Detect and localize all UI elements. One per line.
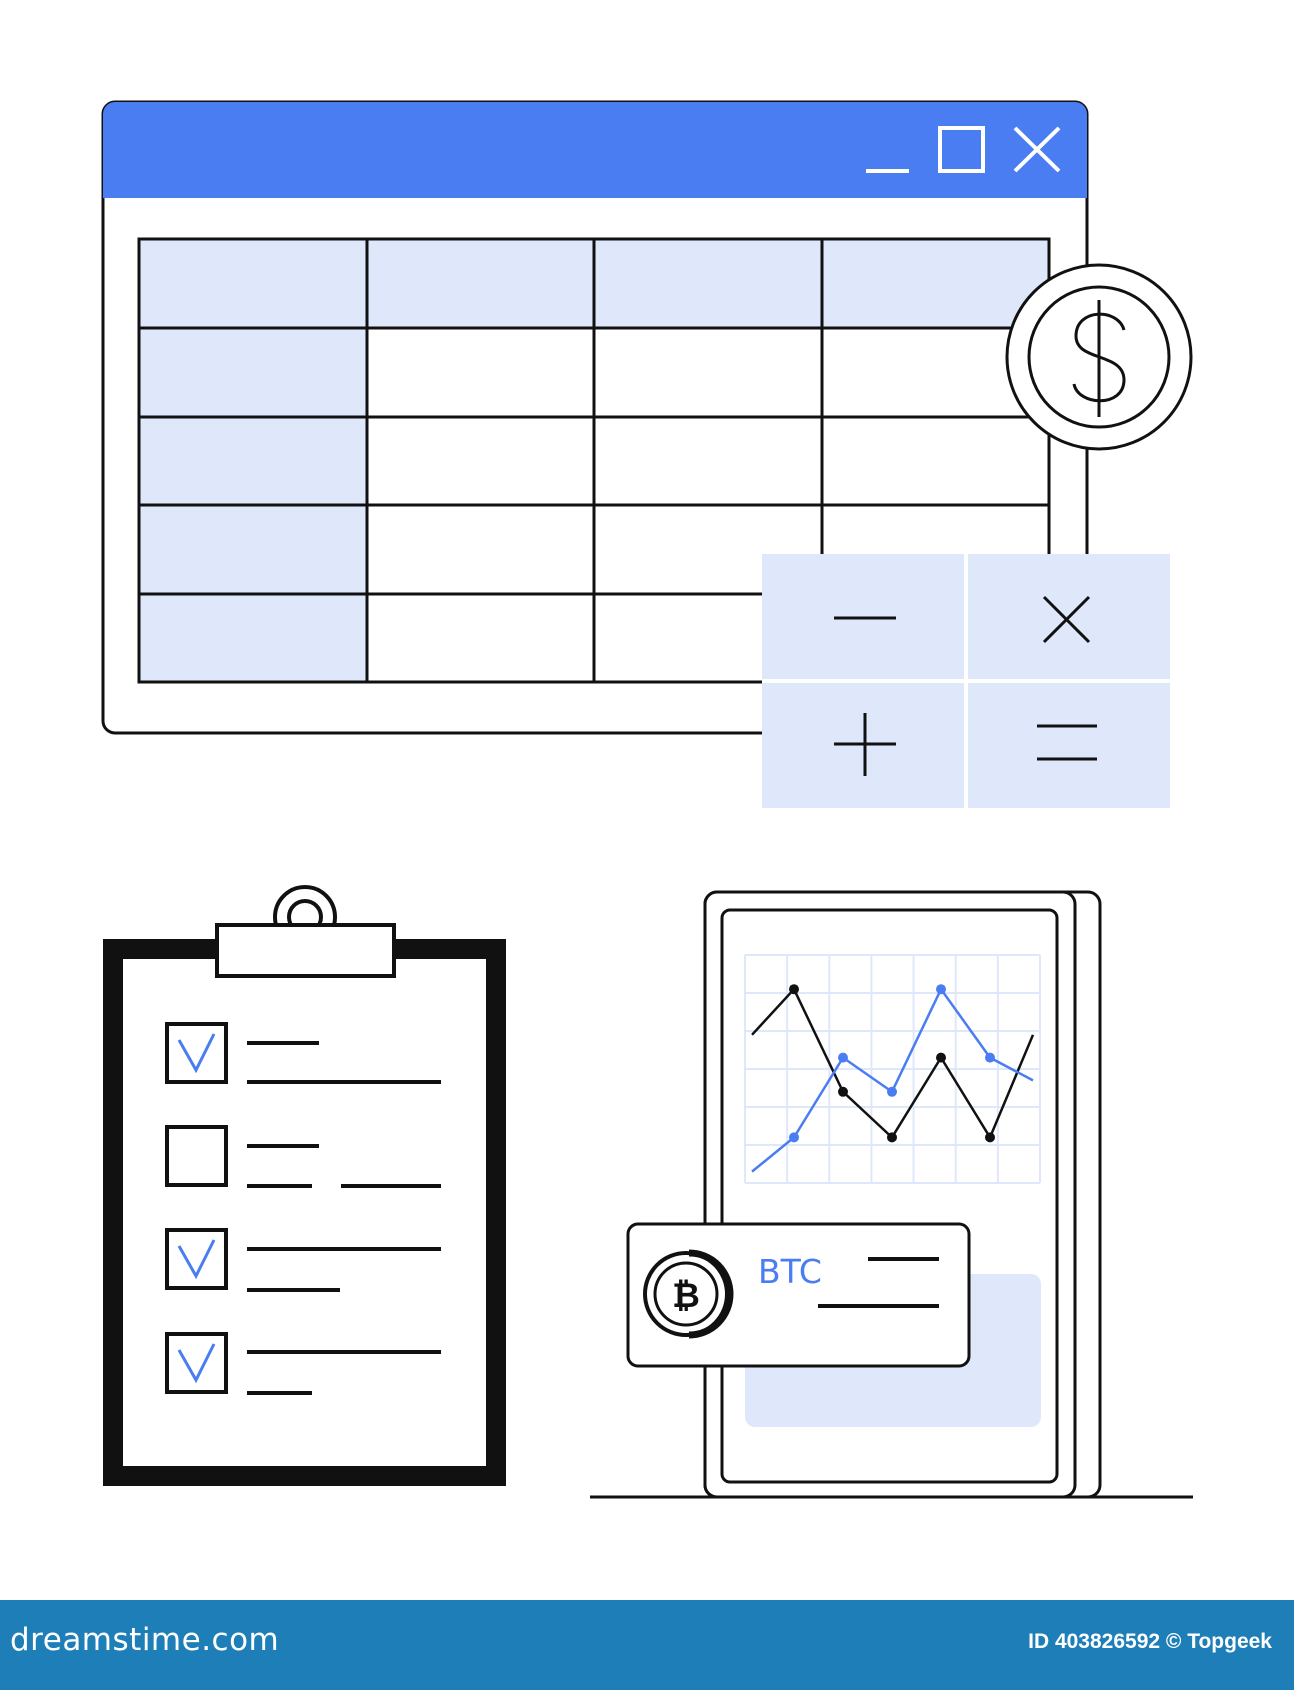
- plus-icon[interactable]: [762, 681, 966, 808]
- data-point: [838, 1086, 848, 1097]
- checked-checkbox[interactable]: [165, 1022, 228, 1084]
- minus-icon[interactable]: [762, 554, 966, 681]
- checklist: [165, 1022, 441, 1395]
- checkmark-icon: [177, 1343, 216, 1384]
- checklist-item[interactable]: [165, 1022, 441, 1084]
- svg-text:₿: ₿: [672, 1276, 700, 1316]
- multiply-icon[interactable]: [966, 554, 1170, 681]
- btc-ticker-label: BTC: [758, 1252, 822, 1291]
- line-chart: [744, 954, 1041, 1184]
- dollar-coin-icon: [1005, 263, 1193, 451]
- chart-series: [751, 984, 1035, 1173]
- checked-checkbox[interactable]: [165, 1228, 228, 1290]
- btc-card[interactable]: ₿ BTC: [626, 1222, 971, 1368]
- footer-credit: ID 403826592 © Topgeek: [1028, 1630, 1272, 1653]
- checked-checkbox[interactable]: [165, 1332, 228, 1394]
- data-point: [985, 1132, 995, 1143]
- checkmark-icon: [177, 1033, 216, 1074]
- window-titlebar: [103, 102, 1087, 198]
- data-point: [936, 1052, 946, 1063]
- phone: [703, 890, 1102, 1499]
- data-point: [838, 1052, 848, 1063]
- unchecked-checkbox[interactable]: [165, 1125, 228, 1187]
- data-point: [887, 1086, 897, 1097]
- close-icon[interactable]: [1013, 126, 1061, 173]
- data-point: [789, 984, 799, 995]
- checklist-item[interactable]: [165, 1228, 441, 1292]
- checklist-item[interactable]: [165, 1332, 441, 1395]
- data-point: [789, 1132, 799, 1143]
- data-point: [985, 1052, 995, 1063]
- spreadsheet-window: [101, 100, 1089, 735]
- clipboard: [103, 885, 506, 1486]
- data-point: [936, 984, 946, 995]
- data-point: [887, 1132, 897, 1143]
- bitcoin-coin-icon: ₿: [643, 1249, 734, 1339]
- checkmark-icon: [177, 1239, 216, 1280]
- maximize-icon[interactable]: [938, 126, 985, 173]
- footer-bar: dreamstime.com ID 403826592 © Topgeek: [0, 1600, 1294, 1690]
- equals-icon[interactable]: [966, 681, 1170, 808]
- footer-logo[interactable]: dreamstime.com: [10, 1622, 280, 1658]
- illustration-canvas: ₿ BTC: [101, 100, 1193, 1499]
- calculator-keypad: [762, 554, 1170, 808]
- chart-grid: [744, 954, 1041, 1184]
- checklist-item[interactable]: [165, 1125, 441, 1188]
- spreadsheet-table: [137, 237, 1051, 684]
